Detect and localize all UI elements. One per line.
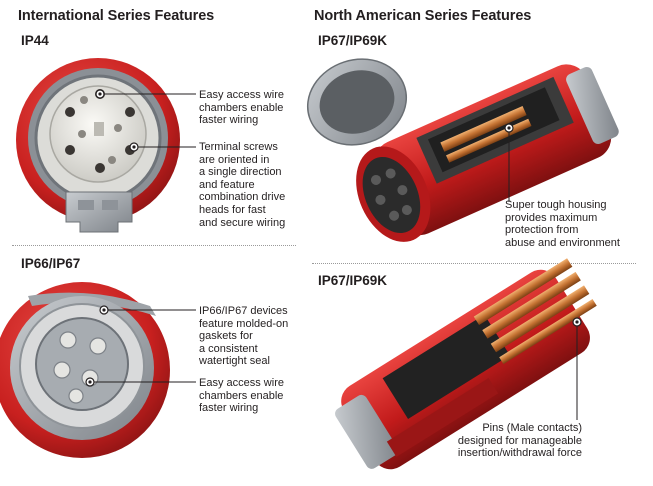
north-american-series-heading: North American Series Features — [314, 8, 532, 24]
ip67-ip69k-connector-image — [306, 58, 619, 242]
ip67-ip69k-plug-image — [335, 258, 597, 470]
ip66-gasket-callout: IP66/IP67 devices feature molded-on gask… — [199, 305, 289, 368]
ip67-ip69k-plug-title: IP67/IP69K — [318, 273, 388, 288]
international-series-heading: International Series Features — [18, 8, 215, 24]
ip66-wire-chamber-callout: Easy access wire chambers enable faster … — [199, 377, 284, 415]
ip66-ip67-title: IP66/IP67 — [21, 256, 81, 271]
right-section-divider — [312, 263, 636, 264]
ip67-housing-callout: Super tough housing provides maximum pro… — [505, 199, 620, 249]
ip44-terminal-screws-callout: Terminal screws are oriented in a single… — [199, 141, 286, 229]
ip67-ip69k-connector-title: IP67/IP69K — [318, 33, 388, 48]
callout-leaders — [85, 89, 582, 420]
ip44-wire-chamber-callout: Easy access wire chambers enable faster … — [199, 89, 284, 127]
ip67-pins-callout: Pins (Male contacts) designed for manage… — [457, 422, 582, 460]
ip44-receptacle-image — [16, 58, 180, 233]
ip44-title: IP44 — [21, 33, 49, 48]
left-section-divider — [12, 245, 296, 246]
ip66-ip67-plug-image — [0, 282, 170, 458]
